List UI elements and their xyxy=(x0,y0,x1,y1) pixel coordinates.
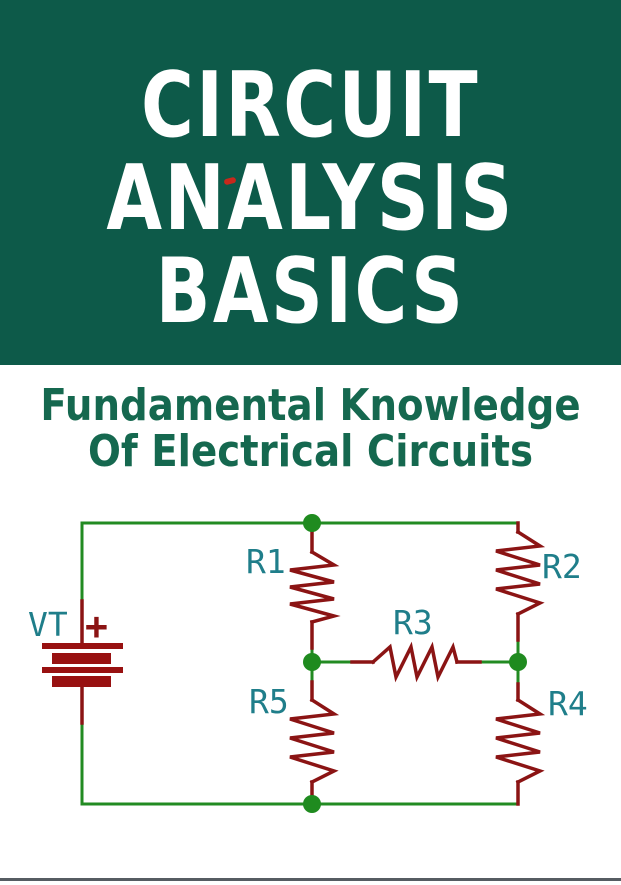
label-r3: R3 xyxy=(393,603,433,642)
label-vt: VT xyxy=(28,605,68,644)
resistor-r2 xyxy=(495,529,546,617)
subtitle-line-2: Of Electrical Circuits xyxy=(87,426,534,477)
label-r2: R2 xyxy=(542,547,582,586)
junction-dots xyxy=(303,514,527,813)
junction-dot-bottom xyxy=(303,795,321,813)
subtitle-line-1: Fundamental Knowledge xyxy=(40,380,581,431)
battery-plate-short-2 xyxy=(52,676,111,687)
label-r1: R1 xyxy=(246,542,286,581)
resistor-r4 xyxy=(495,697,546,785)
resistors xyxy=(289,521,546,806)
battery-icon xyxy=(42,599,123,725)
wires xyxy=(80,521,520,806)
label-r4: R4 xyxy=(548,684,588,723)
battery-plate-short-1 xyxy=(52,653,111,664)
title-line-3: BASICS xyxy=(155,239,466,344)
battery-plate-long-2 xyxy=(42,667,123,673)
plus-sign: + xyxy=(85,604,108,648)
subtitle: Fundamental Knowledge Of Electrical Circ… xyxy=(37,383,583,475)
title-banner: CIRCUIT ANALYSIS BASICS xyxy=(0,0,621,365)
bottom-rule xyxy=(0,878,621,881)
junction-dot-mid-right xyxy=(509,653,527,671)
resistor-r5 xyxy=(289,697,340,785)
junction-dot-top xyxy=(303,514,321,532)
labels: VT + R1 R2 R3 R4 R5 xyxy=(28,542,588,723)
resistor-r3 xyxy=(370,641,460,683)
label-r5: R5 xyxy=(249,682,289,721)
junction-dot-mid-left xyxy=(303,653,321,671)
resistor-r1 xyxy=(289,549,341,625)
title-line-2: ANALYSIS xyxy=(106,146,515,251)
battery-plate-long-1 xyxy=(42,643,123,649)
title-line-1: CIRCUIT xyxy=(140,53,481,158)
page-title: CIRCUIT ANALYSIS BASICS xyxy=(62,0,559,338)
